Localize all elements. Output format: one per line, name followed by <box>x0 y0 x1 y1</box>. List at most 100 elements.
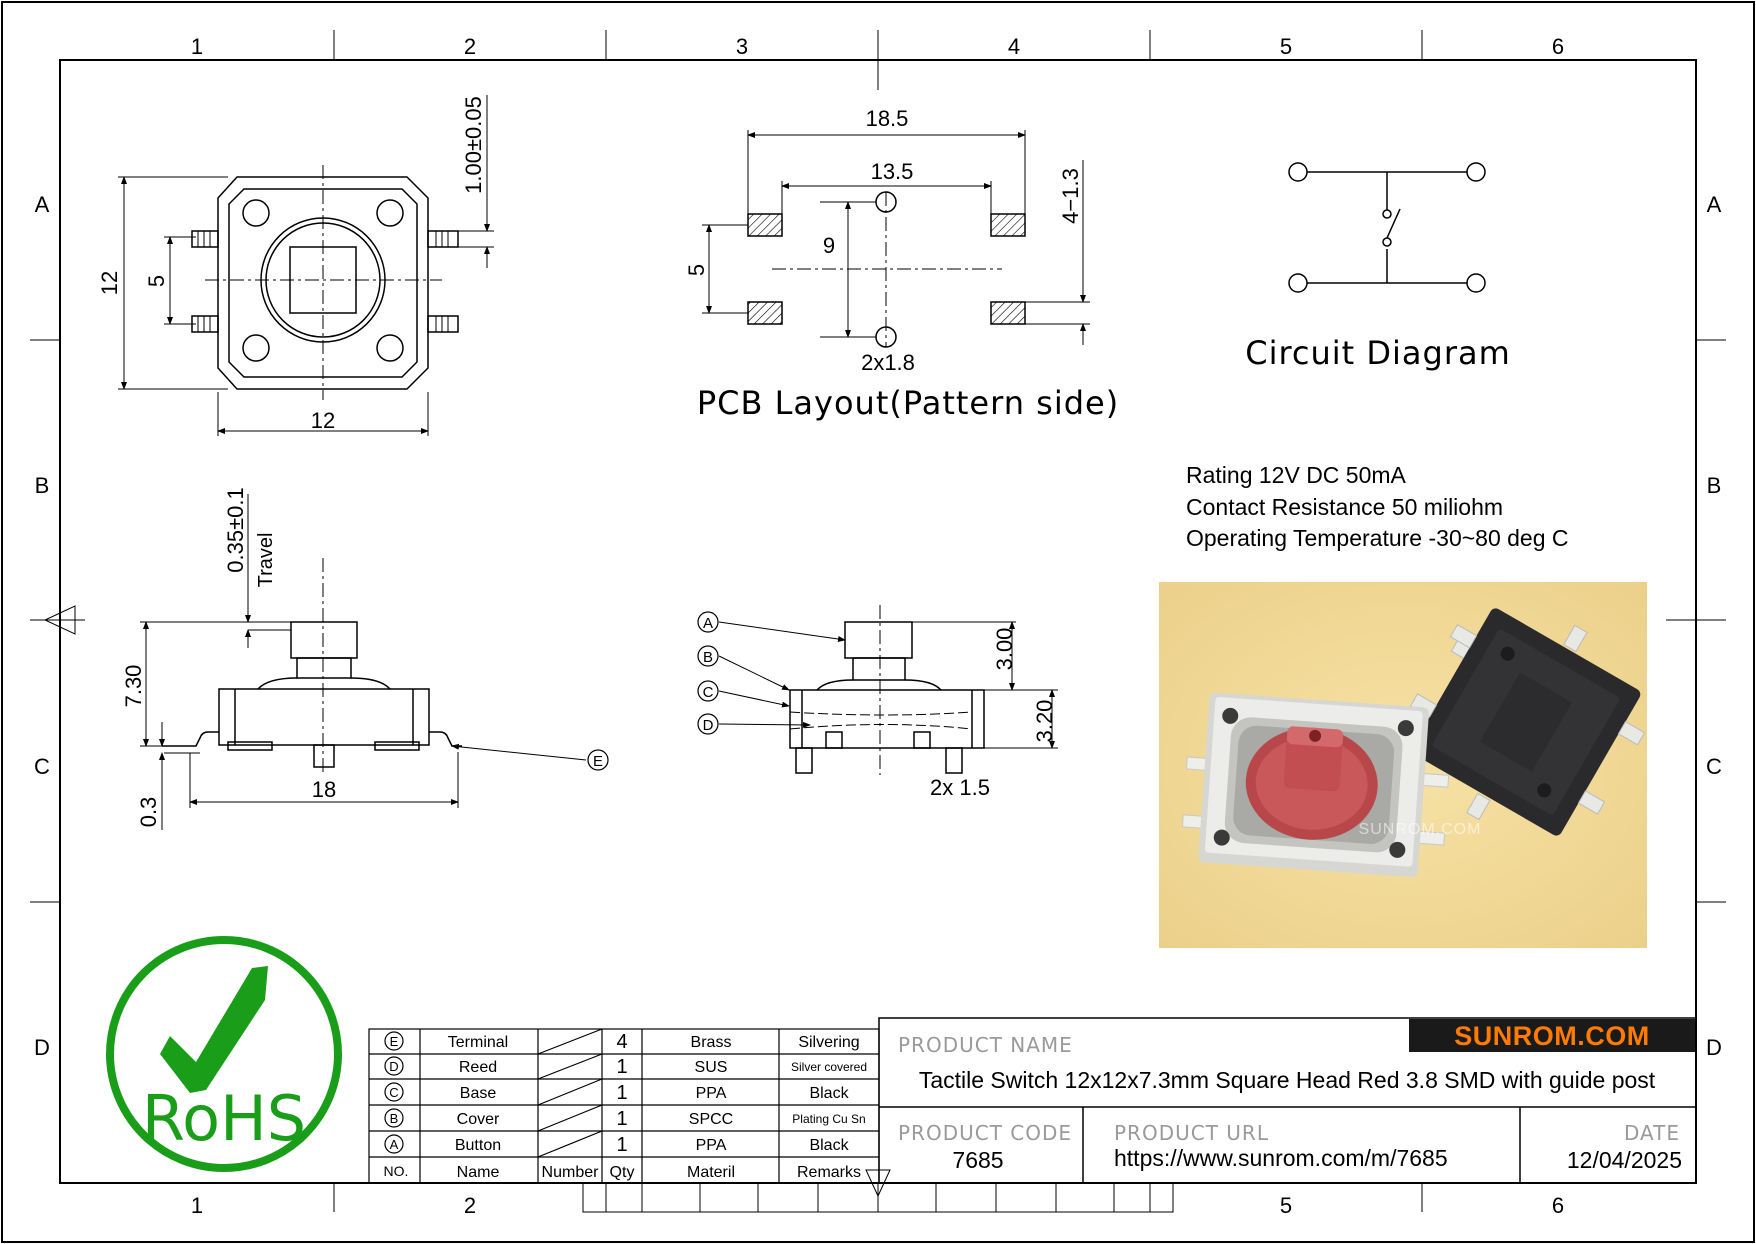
column-label: 4 <box>1008 34 1020 59</box>
product-name: Tactile Switch 12x12x7.3mm Square Head R… <box>919 1067 1656 1093</box>
column-label: 5 <box>1280 1193 1292 1218</box>
bom-material: PPA <box>696 1137 727 1154</box>
spec-line: Rating 12V DC 50mA <box>1186 462 1407 488</box>
callout-label: D <box>703 717 714 734</box>
dim-label: 4−1.3 <box>1058 168 1083 224</box>
callout-label: E <box>593 753 603 770</box>
bom-material: SUS <box>695 1059 728 1076</box>
dim-label: 12 <box>97 271 122 295</box>
product-code-label: PRODUCT CODE <box>898 1121 1072 1145</box>
bom-remarks: Silver covered <box>791 1060 867 1074</box>
bom-rows: E Terminal 4 Brass Silvering D Reed 1 SU… <box>384 1031 867 1181</box>
bom-remarks: Black <box>809 1137 849 1154</box>
bom-remarks: Plating Cu Sn <box>792 1112 865 1126</box>
pcb-layout-labels: 18.5 13.5 9 5 4−1.3 2x1.8 PCB Layout(Pat… <box>684 106 1119 422</box>
top-view-dims: 12 5 12 1.00±0.05 <box>97 96 486 433</box>
title-block <box>878 1017 1697 1184</box>
row-label: B <box>1707 473 1722 498</box>
bom-header: Number <box>542 1164 600 1181</box>
dim-label: 0.3 <box>136 797 161 828</box>
product-url-label: PRODUCT URL <box>1114 1121 1269 1145</box>
dim-label: 1.00±0.05 <box>461 96 486 194</box>
rohs-text: RoHS <box>142 1082 306 1155</box>
side-view-labels: 0.35±0.1 Travel 7.30 0.3 18 E <box>121 487 603 827</box>
bom-material: PPA <box>696 1085 727 1102</box>
bom-qty: 1 <box>616 1134 627 1156</box>
bom-no: A <box>390 1137 399 1152</box>
bom-qty: 1 <box>616 1108 627 1130</box>
row-label: D <box>34 1035 50 1060</box>
bom-header: Name <box>457 1164 500 1181</box>
column-label: 6 <box>1552 1193 1564 1218</box>
brand-bar <box>1409 1019 1695 1052</box>
top-view <box>118 95 494 436</box>
bom-header: Remarks <box>797 1164 861 1181</box>
bom-table <box>368 1028 880 1184</box>
bom-name: Reed <box>459 1059 497 1076</box>
rohs-logo: RoHS <box>106 936 342 1172</box>
circuit-diagram-title: Circuit Diagram <box>1245 334 1511 372</box>
product-name-label: PRODUCT NAME <box>898 1033 1073 1057</box>
column-label: 3 <box>736 34 748 59</box>
specifications: Rating 12V DC 50mA Contact Resistance 50… <box>1186 462 1569 551</box>
dim-label: 0.35±0.1 <box>223 487 248 572</box>
row-label: D <box>1706 1035 1722 1060</box>
dim-label: 3.00 <box>992 628 1017 671</box>
row-label: A <box>35 192 50 217</box>
column-label: 1 <box>191 1193 203 1218</box>
row-label: A <box>1707 192 1722 217</box>
dim-label: 7.30 <box>121 665 146 708</box>
callout-label: B <box>703 649 713 666</box>
dim-label: 12 <box>311 408 335 433</box>
dim-label: 3.20 <box>1032 700 1057 743</box>
spec-line: Operating Temperature -30~80 deg C <box>1186 525 1569 551</box>
bom-header: NO. <box>384 1163 409 1179</box>
bom-header: Materil <box>687 1164 735 1181</box>
bom-material: Brass <box>691 1034 732 1051</box>
dim-label: 18.5 <box>866 106 909 131</box>
dim-label: Travel <box>255 533 277 588</box>
bom-remarks: Black <box>809 1085 849 1102</box>
date-value: 12/04/2025 <box>1567 1147 1682 1173</box>
bom-name: Base <box>460 1085 497 1102</box>
dim-label: 18 <box>312 777 336 802</box>
dim-label: 2x1.8 <box>861 350 915 375</box>
column-label: 2 <box>464 1193 476 1218</box>
column-label: 6 <box>1552 34 1564 59</box>
bom-material: SPCC <box>689 1111 733 1128</box>
column-label: 2 <box>464 34 476 59</box>
dim-label: 13.5 <box>871 159 914 184</box>
bom-qty: 4 <box>616 1031 627 1053</box>
date-label: DATE <box>1624 1121 1680 1145</box>
dim-label: 5 <box>144 275 169 287</box>
photo-watermark: SUNROM.COM <box>1359 821 1482 838</box>
row-label: C <box>34 754 50 779</box>
row-label: C <box>1706 754 1722 779</box>
bom-no: C <box>389 1085 398 1100</box>
bom-header: Qty <box>610 1164 635 1181</box>
section-view <box>697 605 1058 775</box>
border-labels: 1 2 3 4 5 6 1 2 5 6 A B C D A B C D <box>34 34 1722 1218</box>
product-code: 7685 <box>952 1147 1003 1173</box>
side-view <box>140 494 609 830</box>
dim-label: 9 <box>823 233 835 258</box>
circuit-diagram <box>1288 162 1486 293</box>
column-label: 5 <box>1280 34 1292 59</box>
bom-name: Cover <box>457 1111 500 1128</box>
callout-label: C <box>703 684 714 701</box>
column-label: 1 <box>191 34 203 59</box>
pcb-layout-title: PCB Layout(Pattern side) <box>697 384 1119 422</box>
bom-no: E <box>390 1034 399 1049</box>
bom-no: D <box>389 1059 398 1074</box>
product-url: https://www.sunrom.com/m/7685 <box>1114 1145 1448 1171</box>
callout-label: A <box>703 615 713 632</box>
bom-no: B <box>390 1111 399 1126</box>
section-view-labels: A B C D 3.00 3.20 2x 1.5 <box>703 615 1057 800</box>
dim-label: 2x 1.5 <box>930 775 990 800</box>
bom-qty: 1 <box>616 1056 627 1078</box>
bom-name: Terminal <box>448 1034 508 1051</box>
product-photo: SUNROM.COM <box>1159 582 1647 948</box>
spec-line: Contact Resistance 50 miliohm <box>1186 494 1503 520</box>
bom-name: Button <box>455 1137 501 1154</box>
